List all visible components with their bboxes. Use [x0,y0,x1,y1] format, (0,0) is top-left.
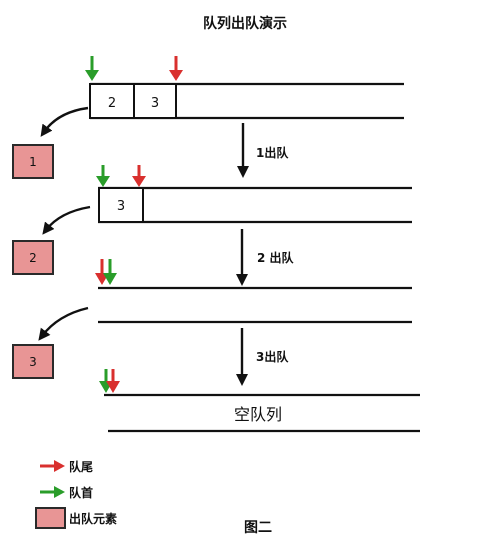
queue-cell-value: 3 [117,199,125,214]
legend-item-front: 队首 [40,485,93,500]
queue-stage-3 [95,259,412,324]
queue-cell: 3 [98,187,144,223]
dequeued-element-2: 2 [12,240,54,275]
front-pointer-icon [96,165,110,187]
queue-cell: 2 [89,83,135,119]
dequeued-element-1: 1 [12,144,54,179]
legend-item-rear: 队尾 [40,459,93,474]
dequeued-element-value: 1 [29,155,37,169]
queue-stage-1: 2 3 [85,56,404,120]
queue-cell-value: 3 [151,96,159,111]
front-pointer-icon [103,259,117,285]
red-arrow-icon [40,460,65,472]
legend-label: 队尾 [69,459,93,474]
legend-label: 队首 [69,485,93,500]
legend-label: 出队元素 [69,511,117,526]
dequeued-element-3: 3 [12,344,54,379]
dequeued-element-value: 3 [29,355,37,369]
figure-caption: 图二 [244,520,272,536]
diagram-title: 队列出队演示 [203,15,287,32]
queue-stage-4: 空队列 [99,369,420,433]
green-arrow-icon [40,486,65,498]
legend: 队尾 队首 出队元素 [35,459,117,529]
dequeue-curve-arrow-1 [40,106,89,137]
rear-pointer-icon [169,56,183,81]
queue-stage-2: 3 [96,165,412,224]
rear-pointer-icon [132,165,146,187]
empty-queue-label: 空队列 [234,405,282,424]
legend-item-dequeued: 出队元素 [35,507,117,529]
rear-pointer-icon [106,369,120,393]
dequeue-curve-arrow-3 [38,306,89,341]
step-label-3: 3出队 [256,349,289,364]
dequeue-curve-arrow-2 [42,205,91,235]
dequeued-element-value: 2 [29,251,37,265]
step-label-2: 2 出队 [257,250,295,265]
front-pointer-icon [85,56,99,81]
pink-box-icon [35,507,66,529]
queue-cell-value: 2 [108,96,116,111]
rear-pointer-icon [95,259,109,285]
queue-cell: 3 [133,83,177,119]
step-label-1: 1出队 [256,145,289,160]
